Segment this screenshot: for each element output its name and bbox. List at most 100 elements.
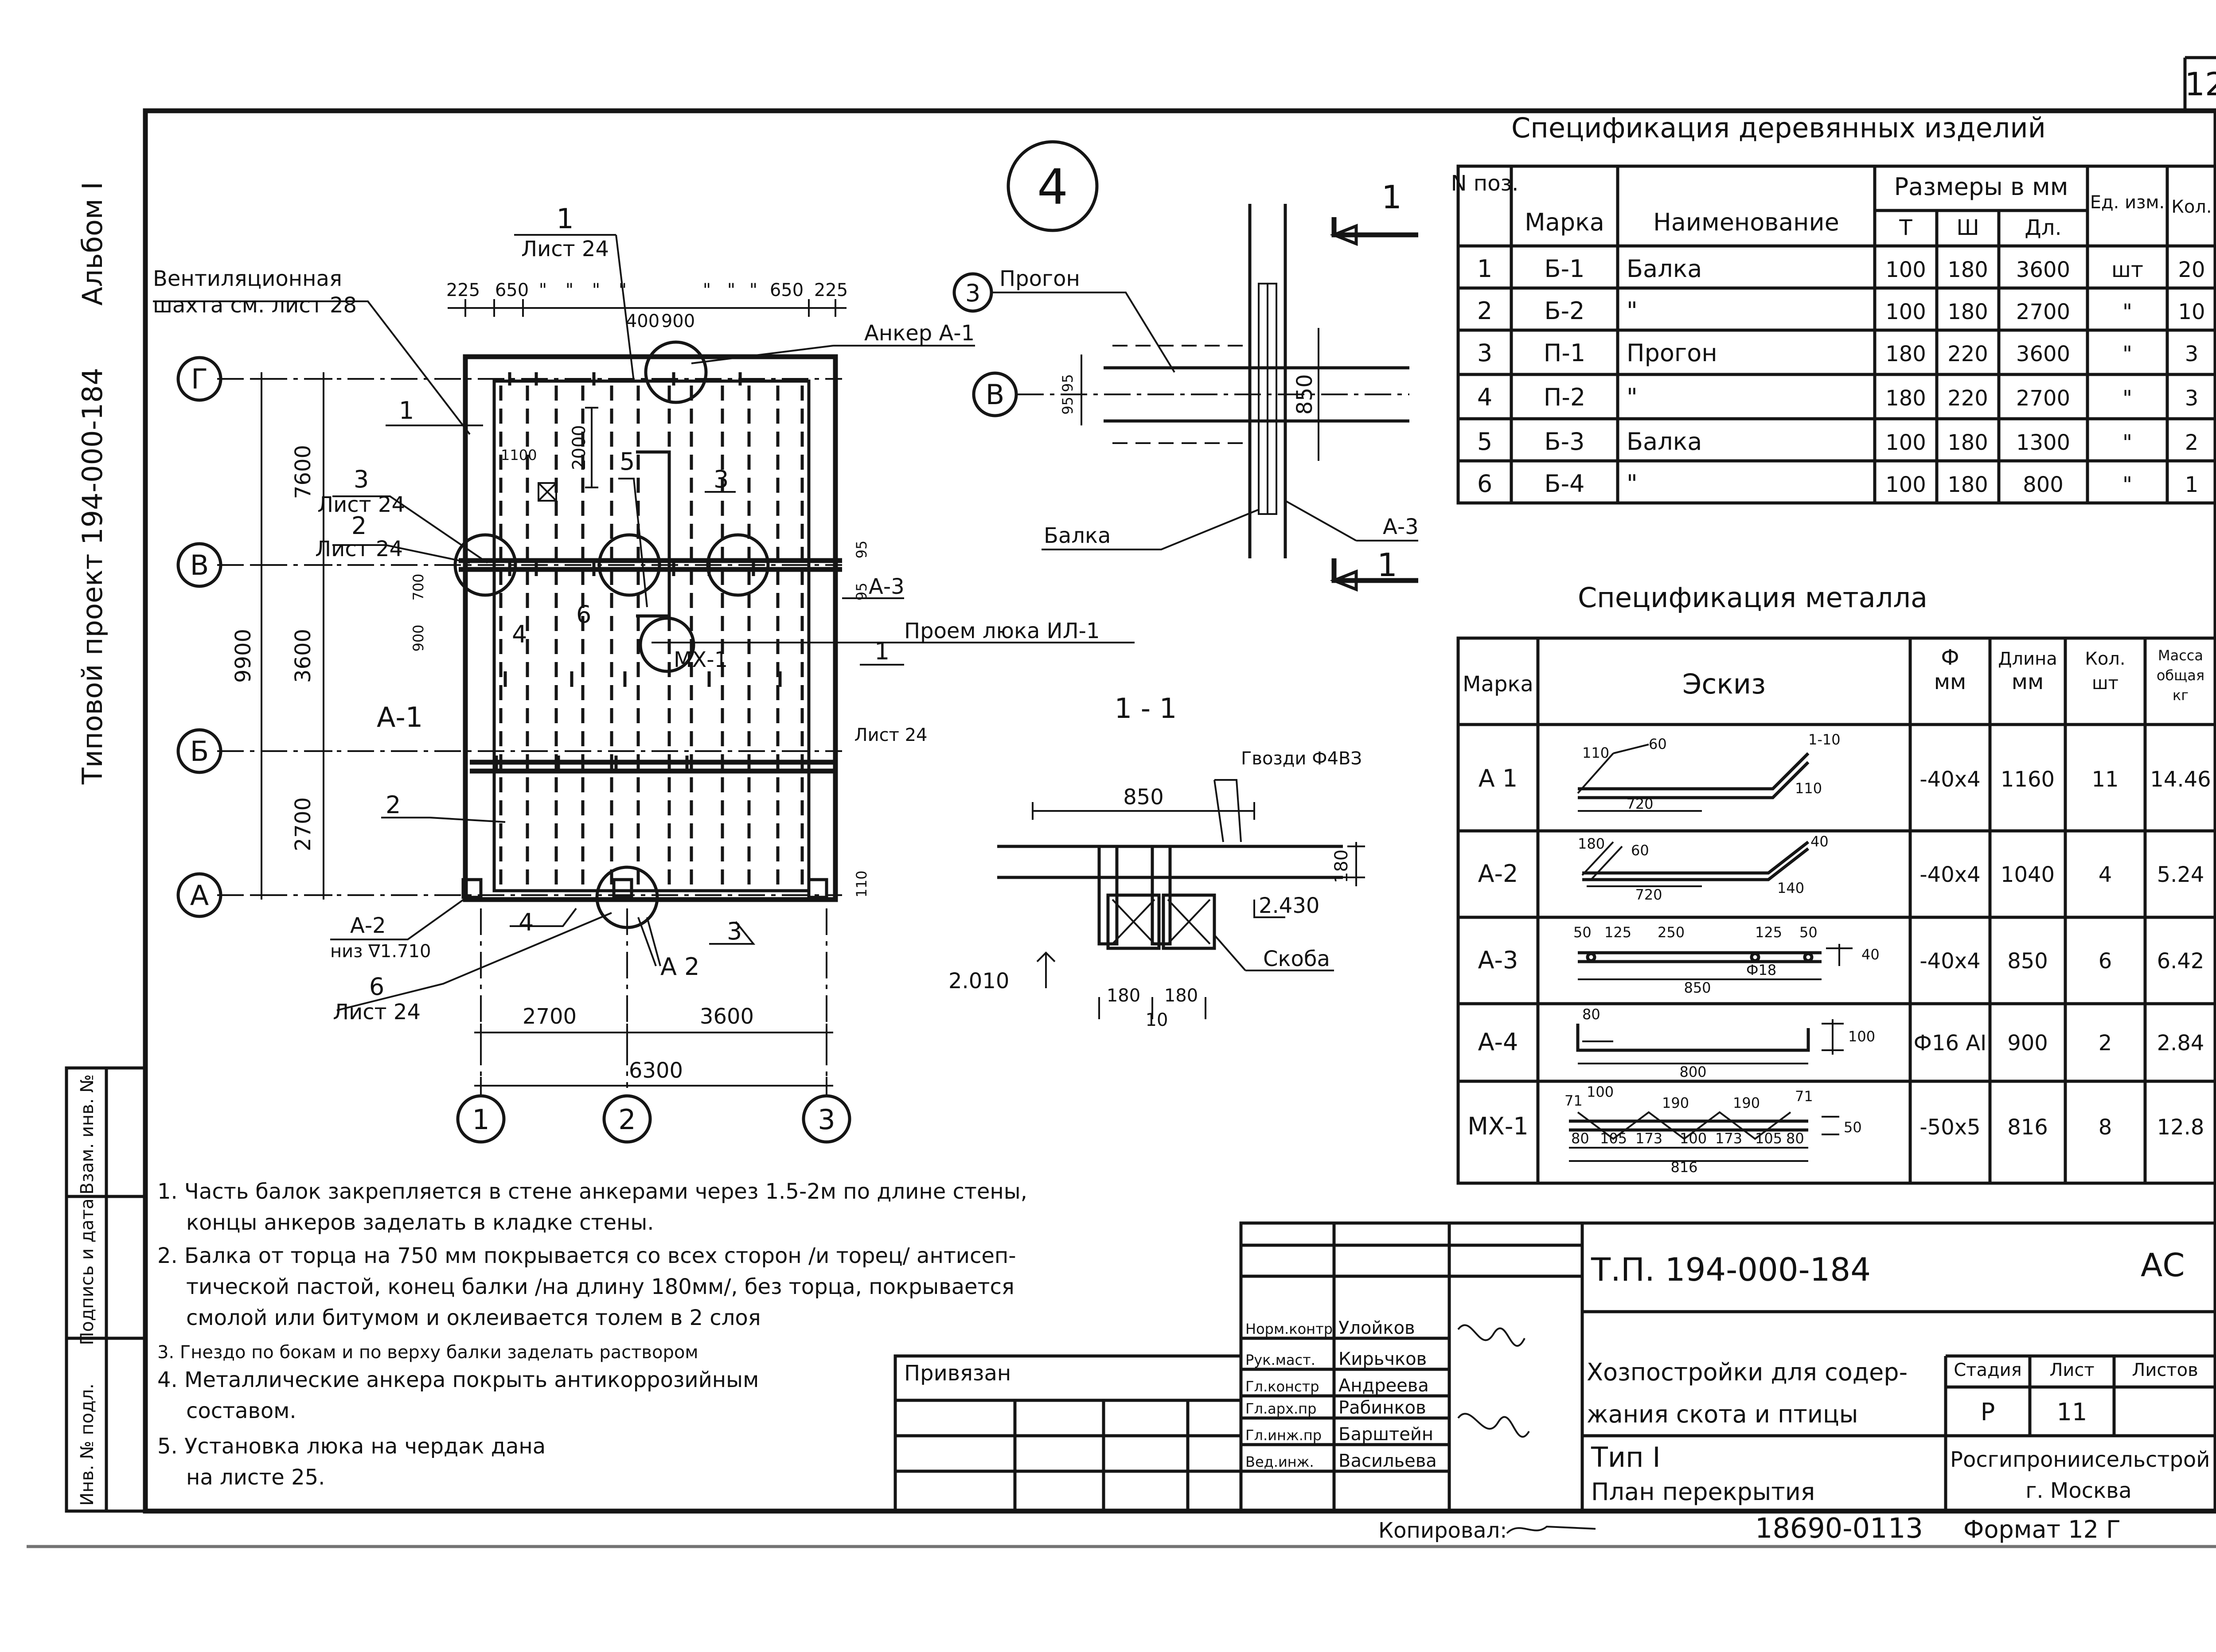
sketch-a1-110b: 110	[1795, 780, 1822, 797]
wood-row-2-unit: "	[2122, 300, 2132, 324]
bracket-label: Скоба	[1263, 947, 1330, 971]
signature-name-6: Васильева	[1338, 1451, 1437, 1471]
pos-3-center: 3	[714, 465, 729, 493]
section-marker-top: 1	[1381, 179, 1402, 216]
signature-name-2: Кирьчков	[1338, 1349, 1427, 1369]
wood-row-4-mark: П-2	[1544, 383, 1585, 411]
wood-h-t: Т	[1899, 215, 1912, 240]
sketch-a2-720: 720	[1635, 886, 1662, 903]
sketch-mx1-190b: 190	[1733, 1095, 1760, 1111]
sketch-a4-80: 80	[1582, 1006, 1600, 1023]
metal-h-len-2: мм	[2012, 670, 2044, 694]
dim-top-6: "	[703, 280, 711, 300]
metal-row-4-qty: 2	[2099, 1031, 2112, 1056]
sketch-mx1-50: 50	[1844, 1119, 1862, 1136]
floor-plan: 4	[153, 140, 1135, 1144]
wood-h-mark: Марка	[1525, 208, 1604, 236]
wood-row-3-mark: П-1	[1544, 339, 1585, 367]
dim-1100: 1100	[501, 447, 537, 464]
progon-pos-number: 3	[965, 279, 980, 307]
wood-row-3-qty: 3	[2185, 342, 2199, 366]
sketch-mx1	[1569, 1111, 1839, 1162]
stamp-replace: Взам. инв. №	[77, 1074, 98, 1195]
album-label: Альбом I	[76, 182, 109, 306]
detail-marker-number: 4	[1037, 159, 1068, 215]
wood-row-2-name: "	[1627, 297, 1638, 325]
footer-page: 13	[1888, 1512, 1923, 1544]
sketch-mx1-173b: 173	[1715, 1130, 1742, 1147]
signature-name-5: Барштейн	[1338, 1424, 1433, 1445]
wood-row-1-pos: 1	[1477, 255, 1492, 283]
sketch-a2-40: 40	[1810, 833, 1829, 850]
signature-role-2: Рук.маст.	[1245, 1352, 1315, 1368]
title-block: Т.П. 194-000-184 АС Привязан Хозпостройк…	[893, 1221, 2216, 1513]
dim-900: 900	[410, 624, 427, 651]
signature-role-1: Норм.контр	[1245, 1321, 1333, 1337]
wood-row-4-qty: 3	[2185, 386, 2199, 411]
dim-top-0: 225	[446, 280, 480, 300]
section-marker-bottom: 1	[1377, 546, 1397, 584]
metal-row-5-dia: -50х5	[1919, 1115, 1980, 1140]
wood-h-l: Дл.	[2025, 215, 2061, 240]
metal-row-2-dia: -40х4	[1919, 862, 1980, 887]
tb-section: АС	[2141, 1247, 2185, 1284]
dim-2000: 2000	[569, 425, 589, 470]
detail-a3-label: А-3	[1383, 514, 1419, 539]
metal-row-3-mark: А-3	[1478, 946, 1518, 974]
wood-row-1-t: 100	[1885, 257, 1926, 282]
metal-row-1-dia: -40х4	[1919, 767, 1980, 792]
sketch-a3	[1578, 944, 1853, 980]
signature-role-3: Гл.констр	[1245, 1378, 1319, 1395]
footer-format: Формат 12 Г	[1963, 1516, 2121, 1543]
wood-row-2-pos: 2	[1477, 297, 1492, 325]
wood-row-2-mark: Б-2	[1545, 297, 1585, 325]
wood-row-5-mark: Б-3	[1545, 428, 1585, 456]
signature-name-3: Андреева	[1338, 1375, 1429, 1396]
sketch-a3-250: 250	[1658, 924, 1685, 941]
metal-row-3-mass: 6.42	[2157, 949, 2204, 974]
tb-project-1: Хозпостройки для содер-	[1587, 1358, 1908, 1386]
dim-95-a: 95	[853, 541, 870, 559]
dim-bottom-3600: 3600	[700, 1004, 754, 1029]
detail-beam-label: Балка	[1044, 523, 1111, 548]
tb-drawing-name: План перекрытия	[1591, 1478, 1815, 1506]
dim-left-2700: 2700	[291, 797, 316, 851]
dim-850-section: 850	[1123, 785, 1164, 810]
signature-role-5: Гл.инж.пр	[1245, 1427, 1322, 1444]
wood-row-2-t: 100	[1885, 300, 1926, 324]
wood-row-4-w: 220	[1947, 386, 1988, 411]
sketch-a3-125b: 125	[1755, 924, 1782, 941]
metal-row-5-len: 816	[2007, 1115, 2048, 1140]
dim-180-b: 180	[1164, 986, 1198, 1006]
ref-1b-sheet: Лист 24	[854, 725, 928, 745]
stamp-inv: Инв. № подл.	[77, 1383, 98, 1506]
axis-bubble-1: 1	[472, 1103, 489, 1136]
metal-spec: Спецификация металла Марка Эскиз Ф мм Дл…	[1456, 581, 2216, 1185]
sketch-a2-60: 60	[1631, 842, 1649, 859]
wood-row-6-pos: 6	[1477, 470, 1492, 498]
side-margin: Альбом I Типовой проект 194-000-184 Инв.…	[65, 182, 147, 1513]
sketch-a1	[1577, 744, 1810, 812]
metal-row-1-qty: 11	[2091, 767, 2118, 792]
axis-bubble-v: В	[190, 549, 209, 581]
wood-row-5-w: 180	[1947, 430, 1988, 455]
wood-row-5-unit: "	[2122, 430, 2132, 455]
wood-row-4-unit: "	[2122, 386, 2132, 411]
wood-h-unit: Ед. изм.	[2090, 192, 2165, 213]
axis-bubble-g: Г	[191, 363, 208, 395]
note-2a: 2. Балка от торца на 750 мм покрывается …	[157, 1243, 1016, 1268]
wood-row-5-qty: 2	[2185, 430, 2199, 455]
metal-row-1-mass: 14.46	[2150, 767, 2211, 792]
sketch-a3-125a: 125	[1604, 924, 1631, 941]
metal-h-len-1: Длина	[1998, 649, 2057, 669]
metal-row-2-mass: 5.24	[2157, 862, 2204, 887]
sketch-mx1-816: 816	[1670, 1159, 1697, 1176]
wood-row-5-pos: 5	[1477, 428, 1492, 456]
pos-4-left: 4	[512, 620, 527, 648]
note-2b: тической пастой, конец балки /на длину 1…	[186, 1274, 1014, 1299]
note-1b: концы анкеров заделать в кладке стены.	[186, 1210, 654, 1235]
dim-850-detail: 850	[1292, 374, 1317, 415]
wood-h-pos: N поз.	[1451, 171, 1519, 196]
ref-2-sheet: Лист 24	[315, 537, 403, 561]
